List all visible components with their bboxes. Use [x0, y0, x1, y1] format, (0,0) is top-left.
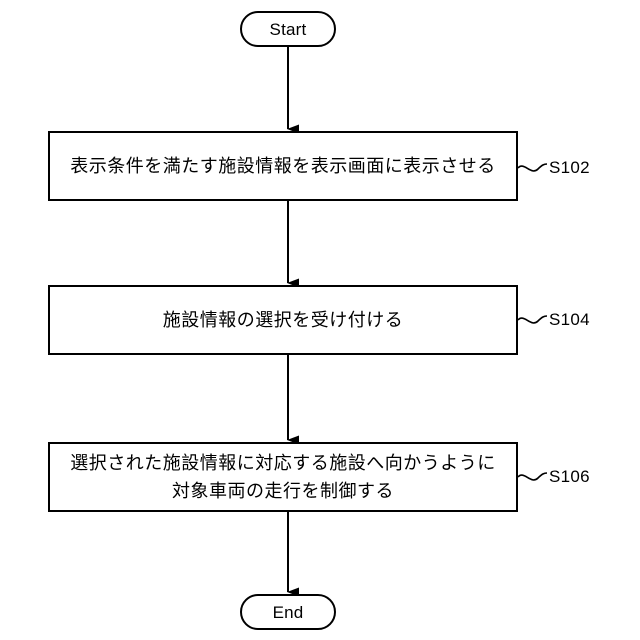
node-process-s102[interactable]: 表示条件を満たす施設情報を表示画面に表示させる	[48, 131, 518, 201]
node-end[interactable]: End	[240, 594, 336, 630]
node-process-s106[interactable]: 選択された施設情報に対応する施設へ向かうように 対象車両の走行を制御する	[48, 442, 518, 512]
node-start[interactable]: Start	[240, 11, 336, 47]
leader-squiggle-s102	[517, 163, 548, 172]
node-process-s102-label: 表示条件を満たす施設情報を表示画面に表示させる	[70, 156, 496, 176]
leader-squiggle-s106	[517, 472, 548, 481]
node-end-label: End	[272, 602, 304, 622]
node-start-label: Start	[269, 19, 307, 39]
leader-squiggle-s104	[517, 315, 548, 324]
node-process-s106-label: 選択された施設情報に対応する施設へ向かうように 対象車両の走行を制御する	[70, 453, 496, 501]
node-process-s104-label: 施設情報の選択を受け付ける	[162, 310, 404, 330]
step-label-s102: S102	[549, 158, 590, 177]
step-label-s106: S106	[549, 467, 590, 486]
step-label-s104: S104	[549, 310, 590, 329]
node-process-s104[interactable]: 施設情報の選択を受け付ける	[48, 285, 518, 355]
